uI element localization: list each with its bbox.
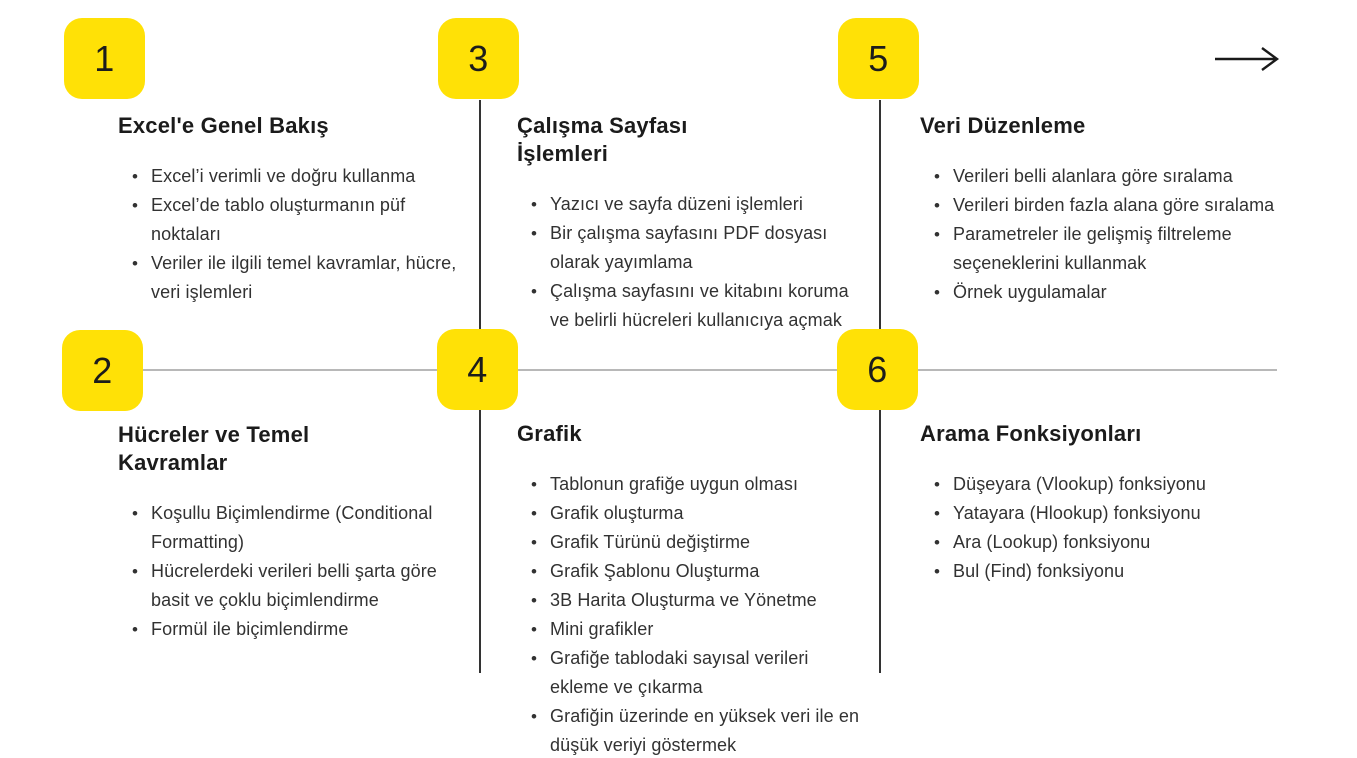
bullet-item: Hücrelerdeki verileri belli şarta göre b… — [132, 557, 448, 615]
section-data-sorting: Veri Düzenleme Verileri belli alanlara g… — [920, 112, 1332, 307]
step-badge-1: 1 — [64, 18, 145, 99]
bullet-list: Yazıcı ve sayfa düzeni işlemleriBir çalı… — [517, 190, 869, 335]
bullet-item: Grafik Şablonu Oluşturma — [531, 557, 871, 586]
bullet-item: Formül ile biçimlendirme — [132, 615, 448, 644]
section-title: Grafik — [517, 421, 582, 446]
bullet-item: Yatayara (Hlookup) fonksiyonu — [934, 499, 1332, 528]
step-badge-4: 4 — [437, 329, 518, 410]
bullet-list: Koşullu Biçimlendirme (Conditional Forma… — [118, 499, 448, 644]
bullet-item: Örnek uygulamalar — [934, 278, 1332, 307]
next-arrow-icon[interactable] — [1214, 45, 1280, 73]
section-title: Çalışma Sayfası İşlemleri — [517, 113, 688, 166]
bullet-list: Verileri belli alanlara göre sıralamaVer… — [920, 162, 1332, 307]
bullet-item: Grafiğe tablodaki sayısal verileri eklem… — [531, 644, 871, 702]
bullet-item: Koşullu Biçimlendirme (Conditional Forma… — [132, 499, 448, 557]
section-excel-overview: Excel'e Genel Bakış Excel’i verimli ve d… — [118, 112, 466, 307]
bullet-list: Tablonun grafiğe uygun olmasıGrafik oluş… — [517, 470, 871, 758]
bullet-item: Ara (Lookup) fonksiyonu — [934, 528, 1332, 557]
bullet-item: Yazıcı ve sayfa düzeni işlemleri — [531, 190, 869, 219]
section-title: Veri Düzenleme — [920, 113, 1086, 138]
bullet-item: Bir çalışma sayfasını PDF dosyası olarak… — [531, 219, 869, 277]
bullet-item: Parametreler ile gelişmiş filtreleme seç… — [934, 220, 1332, 278]
bullet-item: Verileri belli alanlara göre sıralama — [934, 162, 1332, 191]
step-number: 5 — [868, 37, 889, 79]
step-badge-5: 5 — [838, 18, 919, 99]
bullet-list: Excel’i verimli ve doğru kullanmaExcel’d… — [118, 162, 466, 307]
bullet-item: Excel’i verimli ve doğru kullanma — [132, 162, 466, 191]
bullet-item: Grafik oluşturma — [531, 499, 871, 528]
step-number: 3 — [468, 37, 489, 79]
section-worksheet-operations: Çalışma Sayfası İşlemleri Yazıcı ve sayf… — [517, 112, 869, 335]
bullet-item: Çalışma sayfasını ve kitabını koruma ve … — [531, 277, 869, 335]
bullet-item: Grafik Türünü değiştirme — [531, 528, 871, 557]
step-badge-6: 6 — [837, 329, 918, 410]
bullet-item: Grafiğin üzerinde en yüksek veri ile en … — [531, 702, 871, 758]
step-number: 6 — [867, 348, 888, 390]
section-title: Arama Fonksiyonları — [920, 421, 1142, 446]
bullet-item: 3B Harita Oluşturma ve Yönetme — [531, 586, 871, 615]
step-badge-2: 2 — [62, 330, 143, 411]
bullet-item: Excel’de tablo oluşturmanın püf noktalar… — [132, 191, 466, 249]
step-number: 4 — [467, 348, 488, 390]
step-badge-3: 3 — [438, 18, 519, 99]
step-number: 1 — [94, 37, 115, 79]
bullet-item: Düşeyara (Vlookup) fonksiyonu — [934, 470, 1332, 499]
bullet-list: Düşeyara (Vlookup) fonksiyonuYatayara (H… — [920, 470, 1332, 586]
section-title: Excel'e Genel Bakış — [118, 113, 329, 138]
bullet-item: Mini grafikler — [531, 615, 871, 644]
timeline-horizontal-line — [104, 369, 1277, 371]
step-number: 2 — [92, 349, 113, 391]
bullet-item: Bul (Find) fonksiyonu — [934, 557, 1332, 586]
bullet-item: Veriler ile ilgili temel kavramlar, hücr… — [132, 249, 466, 307]
section-cells-basics: Hücreler ve Temel Kavramlar Koşullu Biçi… — [118, 421, 448, 644]
bullet-item: Tablonun grafiğe uygun olması — [531, 470, 871, 499]
section-charts: Grafik Tablonun grafiğe uygun olmasıGraf… — [517, 420, 871, 758]
bullet-item: Verileri birden fazla alana göre sıralam… — [934, 191, 1332, 220]
section-title: Hücreler ve Temel Kavramlar — [118, 422, 310, 475]
section-lookup-functions: Arama Fonksiyonları Düşeyara (Vlookup) f… — [920, 420, 1332, 586]
